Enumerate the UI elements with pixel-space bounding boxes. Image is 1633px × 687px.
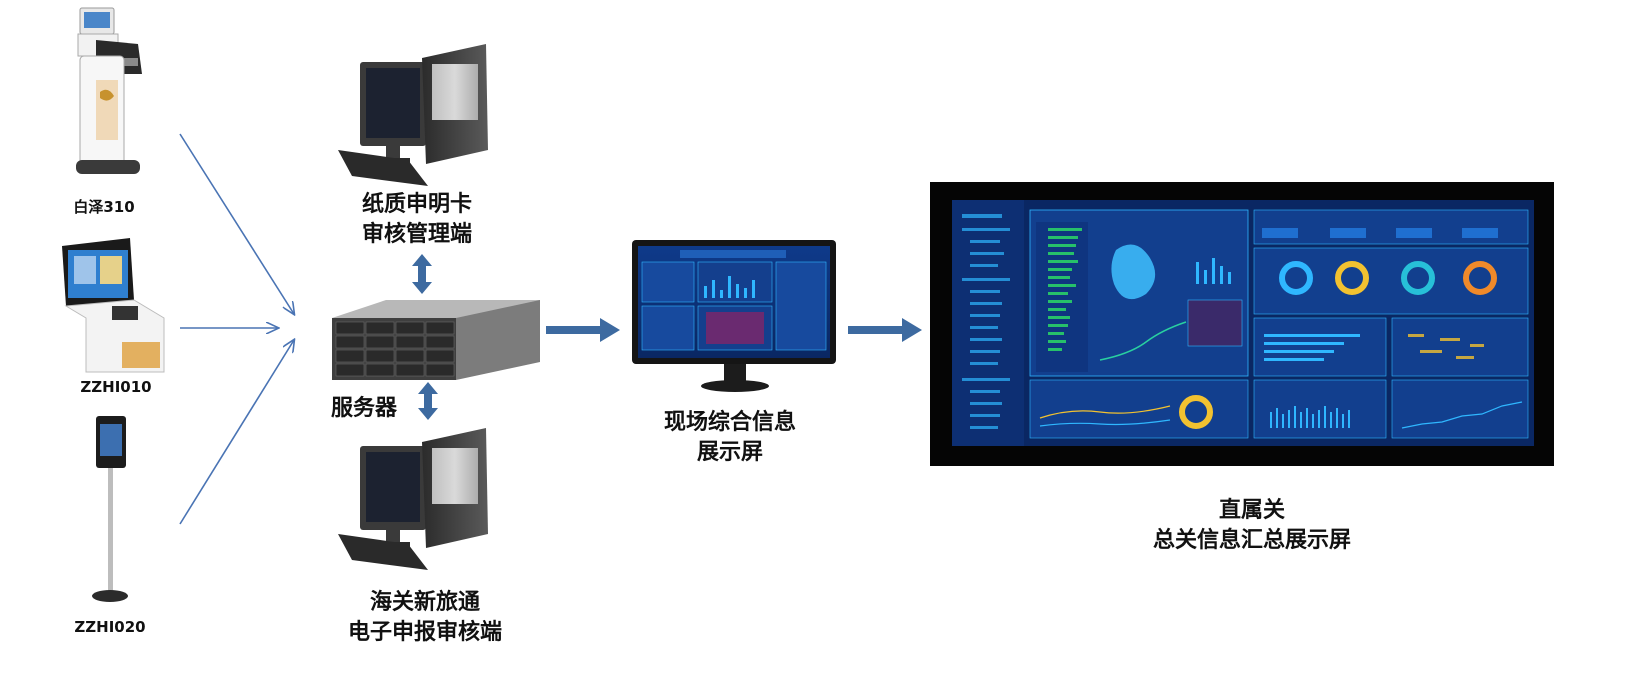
paper-review-label: 纸质申明卡 审核管理端 (330, 190, 504, 250)
onsite-screen-line1: 现场综合信息 (663, 410, 796, 435)
hq-dashboard-screen-icon (930, 182, 1554, 466)
hq-screen-label: 直属关 总关信息汇总展示屏 (1130, 496, 1374, 556)
server-to-onsite-arrow (546, 318, 620, 342)
hq-screen-line2: 总关信息汇总展示屏 (1152, 528, 1351, 553)
paper-server-double-arrow (412, 254, 432, 294)
onsite-display-monitor-icon (632, 240, 836, 392)
onsite-screen-label: 现场综合信息 展示屏 (640, 408, 820, 468)
e-declaration-computer-icon (338, 428, 488, 570)
e-review-line1: 海关新旅通 (369, 590, 480, 615)
device-baize310-label: 白泽310 (73, 198, 135, 216)
server-label: 服务器 (330, 396, 397, 421)
server-e-declaration-double-arrow (418, 382, 438, 420)
paper-review-line2: 审核管理端 (361, 222, 472, 247)
kiosk-baize310-icon (76, 7, 142, 174)
server-rack-icon (332, 300, 540, 380)
device-to-server-arrows (179, 133, 294, 525)
kiosk-zzhi020-icon (92, 416, 128, 602)
onsite-to-hq-arrow (848, 318, 922, 342)
paper-review-line1: 纸质申明卡 (361, 192, 472, 217)
e-review-line2: 电子申报审核端 (347, 620, 502, 645)
onsite-screen-line2: 展示屏 (696, 440, 763, 465)
paper-review-computer-icon (338, 44, 488, 186)
device-zzhi010-label: ZZHI010 (80, 378, 152, 396)
kiosk-zzhi010-icon (62, 238, 165, 373)
e-review-label: 海关新旅通 电子申报审核端 (318, 588, 532, 648)
device-zzhi020-label: ZZHI020 (74, 618, 146, 636)
hq-screen-line1: 直属关 (1218, 498, 1285, 523)
